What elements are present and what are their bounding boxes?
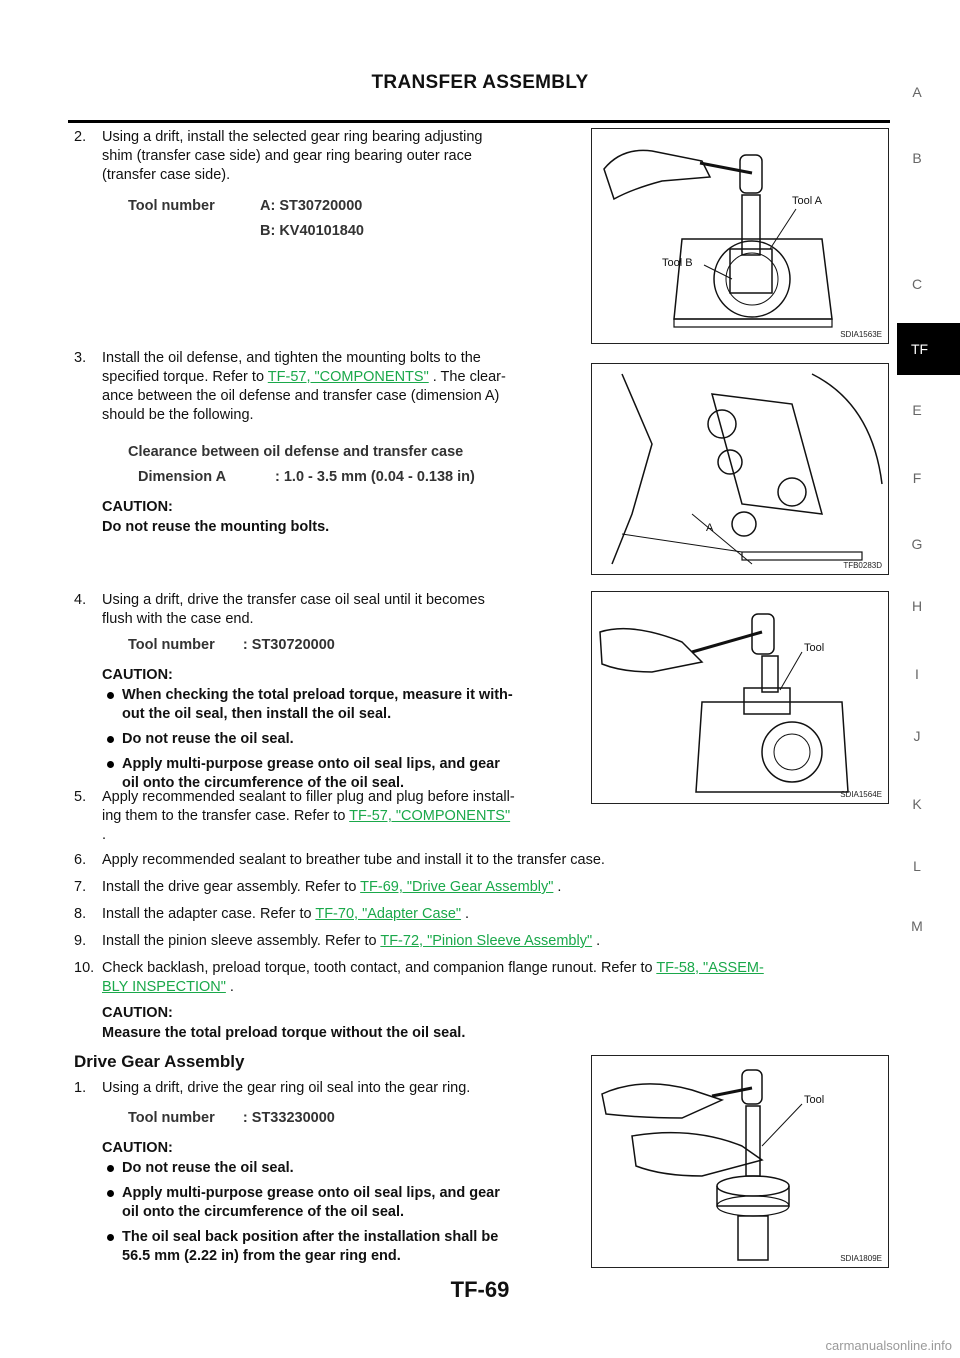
assembly-inspection-link[interactable]: TF-58, "ASSEM- bbox=[656, 960, 764, 976]
adapter-case-link[interactable]: TF-70, "Adapter Case" bbox=[315, 906, 462, 922]
figure-code: SDIA1809E bbox=[840, 1254, 882, 1263]
page-number: TF-69 bbox=[450, 1277, 510, 1302]
case-oil-seal-illustration bbox=[599, 613, 849, 793]
caution-heading: CAUTION: bbox=[102, 667, 173, 683]
section-tab-b[interactable]: B bbox=[912, 150, 922, 166]
oil-defense-illustration bbox=[611, 373, 883, 565]
page-title: TRANSFER ASSEMBLY bbox=[371, 72, 589, 93]
caution-item: The oil seal back position after the ins… bbox=[102, 1228, 586, 1266]
section-tab-g[interactable]: G bbox=[911, 536, 923, 552]
pinion-sleeve-link[interactable]: TF-72, "Pinion Sleeve Assembly" bbox=[380, 933, 593, 949]
step-6: 6. Apply recommended sealant to breather… bbox=[74, 852, 605, 868]
step-2: 2. Using a drift, install the selected g… bbox=[74, 129, 483, 183]
caution-item: Apply multi-purpose grease onto oil seal… bbox=[102, 755, 586, 793]
caution-heading: CAUTION: bbox=[102, 1140, 173, 1156]
section-tab-f[interactable]: F bbox=[912, 470, 922, 486]
caution-item: Do not reuse the oil seal. bbox=[102, 1159, 586, 1178]
caution-item: Do not reuse the oil seal. bbox=[102, 730, 586, 749]
gear-ring-oil-seal-illustration bbox=[601, 1069, 803, 1261]
step-9: 9. Install the pinion sleeve assembly. R… bbox=[74, 933, 601, 949]
tool-number-label: Tool number bbox=[128, 198, 215, 214]
caution-text: Measure the total preload torque without… bbox=[102, 1025, 466, 1041]
caution-item: When checking the total preload torque, … bbox=[102, 686, 586, 724]
dimension-a-label: Dimension A bbox=[138, 469, 227, 485]
clearance-spec-title: Clearance between oil defense and transf… bbox=[128, 444, 464, 460]
section-tab-l[interactable]: L bbox=[913, 858, 921, 874]
step-4: 4. Using a drift, drive the transfer cas… bbox=[74, 592, 485, 627]
caution-heading: CAUTION: bbox=[102, 499, 173, 515]
caution-heading: CAUTION: bbox=[102, 1005, 173, 1021]
caution-item: Apply multi-purpose grease onto oil seal… bbox=[102, 1184, 586, 1222]
step-8: 8. Install the adapter case. Refer to TF… bbox=[74, 906, 470, 922]
tool-b-number: B: KV40101840 bbox=[260, 223, 364, 239]
drift-install-illustration bbox=[603, 149, 833, 328]
section-tab-a[interactable]: A bbox=[912, 84, 922, 100]
watermark: carmanualsonline.info bbox=[825, 1338, 952, 1353]
section-tab-tf-active[interactable]: TF bbox=[897, 323, 960, 375]
section-tab-h[interactable]: H bbox=[911, 598, 923, 614]
dimension-a-value: : 1.0 - 3.5 mm (0.04 - 0.138 in) bbox=[275, 469, 475, 485]
drive-gear-link[interactable]: TF-69, "Drive Gear Assembly" bbox=[360, 879, 554, 895]
step-7: 7. Install the drive gear assembly. Refe… bbox=[74, 879, 562, 895]
section-tab-m[interactable]: M bbox=[911, 918, 923, 934]
tool-number: Tool number : ST30720000 bbox=[128, 637, 335, 653]
figure-code: TFB0283D bbox=[843, 561, 882, 570]
drive-gear-step-1: 1. Using a drift, drive the gear ring oi… bbox=[74, 1080, 471, 1096]
header-rule bbox=[68, 120, 890, 123]
section-tab-k[interactable]: K bbox=[912, 796, 922, 812]
caution-list: Do not reuse the oil seal. Apply multi-p… bbox=[102, 1159, 586, 1266]
figure-code: SDIA1563E bbox=[840, 330, 882, 339]
section-heading: Drive Gear Assembly bbox=[74, 1052, 245, 1071]
section-tab-e[interactable]: E bbox=[912, 402, 922, 418]
caution-text: Do not reuse the mounting bolts. bbox=[102, 519, 330, 535]
caution-list: When checking the total preload torque, … bbox=[102, 686, 586, 793]
section-tab-i[interactable]: I bbox=[915, 666, 919, 682]
figure-tool-install-race: Tool A Tool B SDIA1563E bbox=[591, 128, 889, 344]
figure-case-oil-seal: Tool SDIA1564E bbox=[591, 591, 889, 804]
step-5: 5. Apply recommended sealant to filler p… bbox=[74, 789, 515, 843]
tool-number: Tool number : ST33230000 bbox=[128, 1110, 335, 1126]
section-tab-j[interactable]: J bbox=[913, 728, 921, 744]
assembly-inspection-link-cont[interactable]: BLY INSPECTION" bbox=[102, 979, 226, 995]
figure-oil-defense: A TFB0283D bbox=[591, 363, 889, 575]
components-link[interactable]: TF-57, "COMPONENTS" bbox=[349, 808, 511, 824]
step-3: 3. Install the oil defense, and tighten … bbox=[74, 350, 506, 423]
section-tab-c[interactable]: C bbox=[911, 276, 923, 292]
figure-code: SDIA1564E bbox=[840, 790, 882, 799]
tool-a-number: A: ST30720000 bbox=[260, 198, 363, 214]
step-10: 10. Check backlash, preload torque, toot… bbox=[74, 960, 764, 995]
components-link[interactable]: TF-57, "COMPONENTS" bbox=[267, 369, 429, 385]
figure-gear-ring-oil-seal: Tool SDIA1809E bbox=[591, 1055, 889, 1268]
